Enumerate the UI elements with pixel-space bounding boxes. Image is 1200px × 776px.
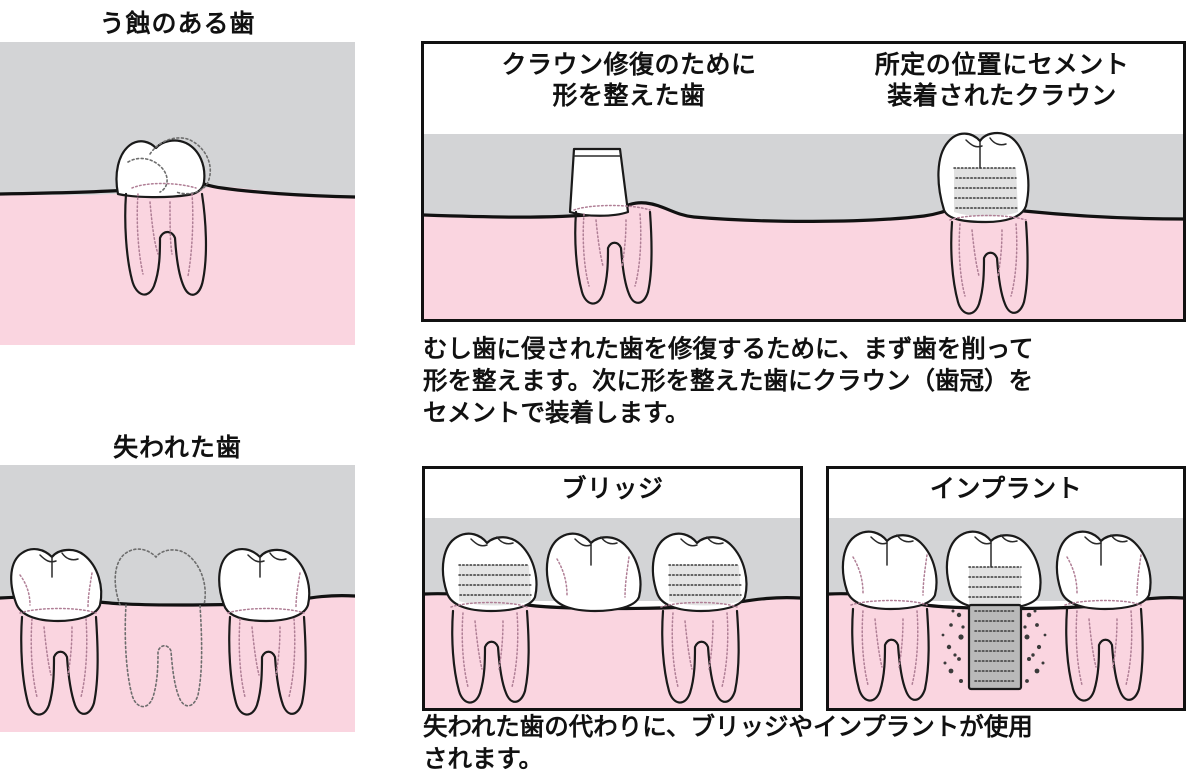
replacement-caption: 失われた歯の代わりに、ブリッジやインプラントが使用 されます。: [423, 714, 1033, 773]
caries-tooth-panel: [0, 42, 355, 345]
missing-tooth-panel: [0, 465, 355, 732]
implant-panel: [826, 466, 1186, 711]
cemented-crown-label: 所定の位置にセメント 装着されたクラウン: [874, 51, 1130, 110]
bridge-label: ブリッジ: [561, 475, 664, 503]
crown-restoration-drawing: [424, 44, 1183, 319]
missing-tooth-drawing: [0, 465, 355, 732]
crown-restoration-panel: [421, 41, 1186, 322]
bridge-drawing: [425, 469, 800, 708]
caries-tooth-drawing: [0, 42, 355, 345]
implant-label: インプラント: [929, 475, 1083, 503]
caries-figure-title: う蝕のある歯: [99, 10, 256, 38]
implant-drawing: [829, 469, 1183, 708]
missing-figure-title: 失われた歯: [113, 434, 242, 462]
prepared-tooth-label: クラウン修復のために 形を整えた歯: [501, 51, 757, 110]
crown-restoration-caption: むし歯に侵された歯を修復するために、まず歯を削って 形を整えます。次に形を整えた…: [423, 336, 1034, 427]
bridge-panel: [422, 466, 803, 711]
